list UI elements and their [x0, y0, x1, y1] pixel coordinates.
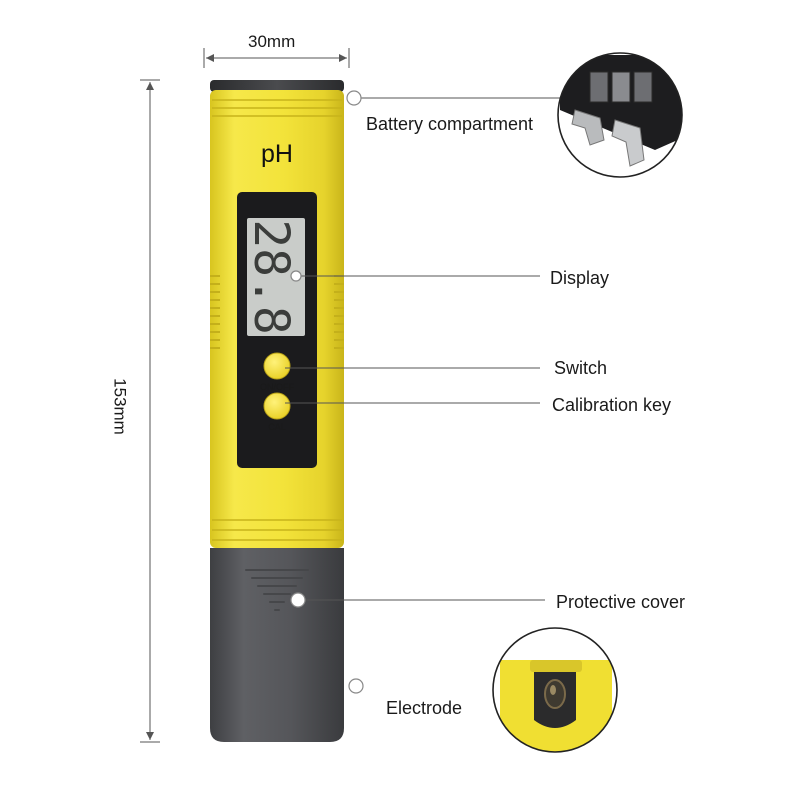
height-dimension — [140, 79, 160, 743]
electrode-inset — [492, 627, 618, 753]
width-label: 30mm — [248, 32, 296, 51]
callout-calibration: Calibration key — [552, 395, 672, 415]
cover-vent-lines — [245, 569, 309, 611]
lcd-screen — [247, 218, 305, 336]
callout-cover: Protective cover — [556, 592, 686, 612]
battery-marker — [346, 90, 362, 106]
top-ridges — [212, 99, 342, 117]
lcd-reading: 28.8 — [243, 219, 299, 335]
callout-battery: Battery compartment — [366, 114, 534, 134]
top-cap — [210, 80, 344, 92]
bottom-ridges — [212, 519, 342, 541]
left-grip — [210, 275, 220, 349]
power-button[interactable] — [263, 352, 291, 380]
protective-cover — [210, 548, 344, 742]
callout-lines — [285, 97, 560, 601]
calibration-button[interactable] — [263, 392, 291, 420]
callout-markers — [290, 90, 364, 694]
display-marker — [290, 270, 302, 282]
callout-electrode: Electrode — [386, 698, 463, 718]
callout-switch: Switch — [554, 358, 608, 378]
calibration-button-label: CAL — [268, 422, 286, 432]
battery-inset — [557, 52, 683, 178]
width-dimension — [203, 48, 350, 68]
callout-display: Display — [550, 268, 610, 288]
ph-meter: pH 28.8 ON/OFF CAL — [210, 80, 344, 742]
model-label: pH — [261, 140, 293, 168]
electrode-marker — [348, 678, 364, 694]
cover-marker — [290, 592, 306, 608]
height-label: 153mm — [110, 378, 130, 435]
power-button-label: ON/OFF — [260, 382, 294, 392]
